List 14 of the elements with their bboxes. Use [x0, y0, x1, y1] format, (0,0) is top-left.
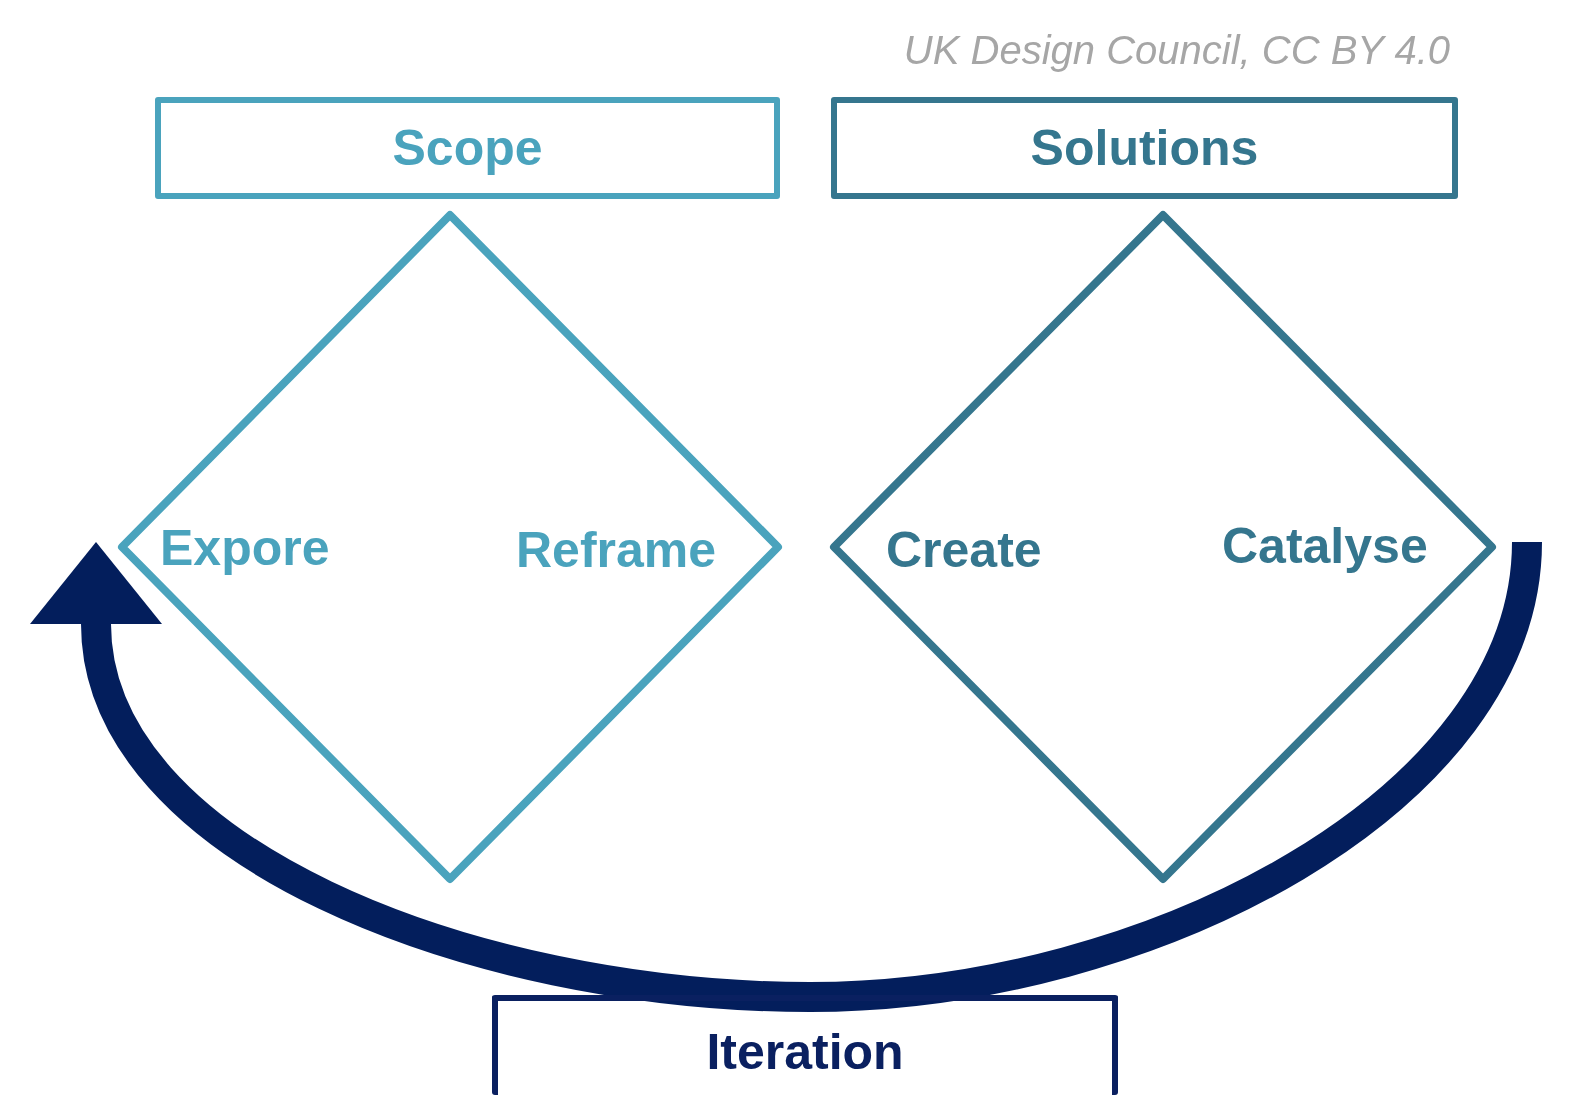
curved-arrow: [30, 540, 1542, 1012]
stage-title: Iteration: [706, 1023, 904, 1081]
stage-box: [492, 995, 1118, 1095]
stage-box: [155, 97, 780, 199]
diamond-shape: [116, 209, 784, 885]
phase-label: Expore: [160, 519, 330, 577]
phase-label: Create: [886, 521, 1042, 579]
phase-label: Reframe: [516, 521, 717, 579]
phase-label: Catalyse: [1222, 517, 1428, 575]
diamond-shape: [828, 209, 1498, 885]
credit-note: UK Design Council, CC BY 4.0: [903, 28, 1450, 73]
stage-title: Scope: [392, 119, 543, 177]
stage-title: Solutions: [1030, 119, 1259, 177]
stage-box: [831, 97, 1458, 199]
